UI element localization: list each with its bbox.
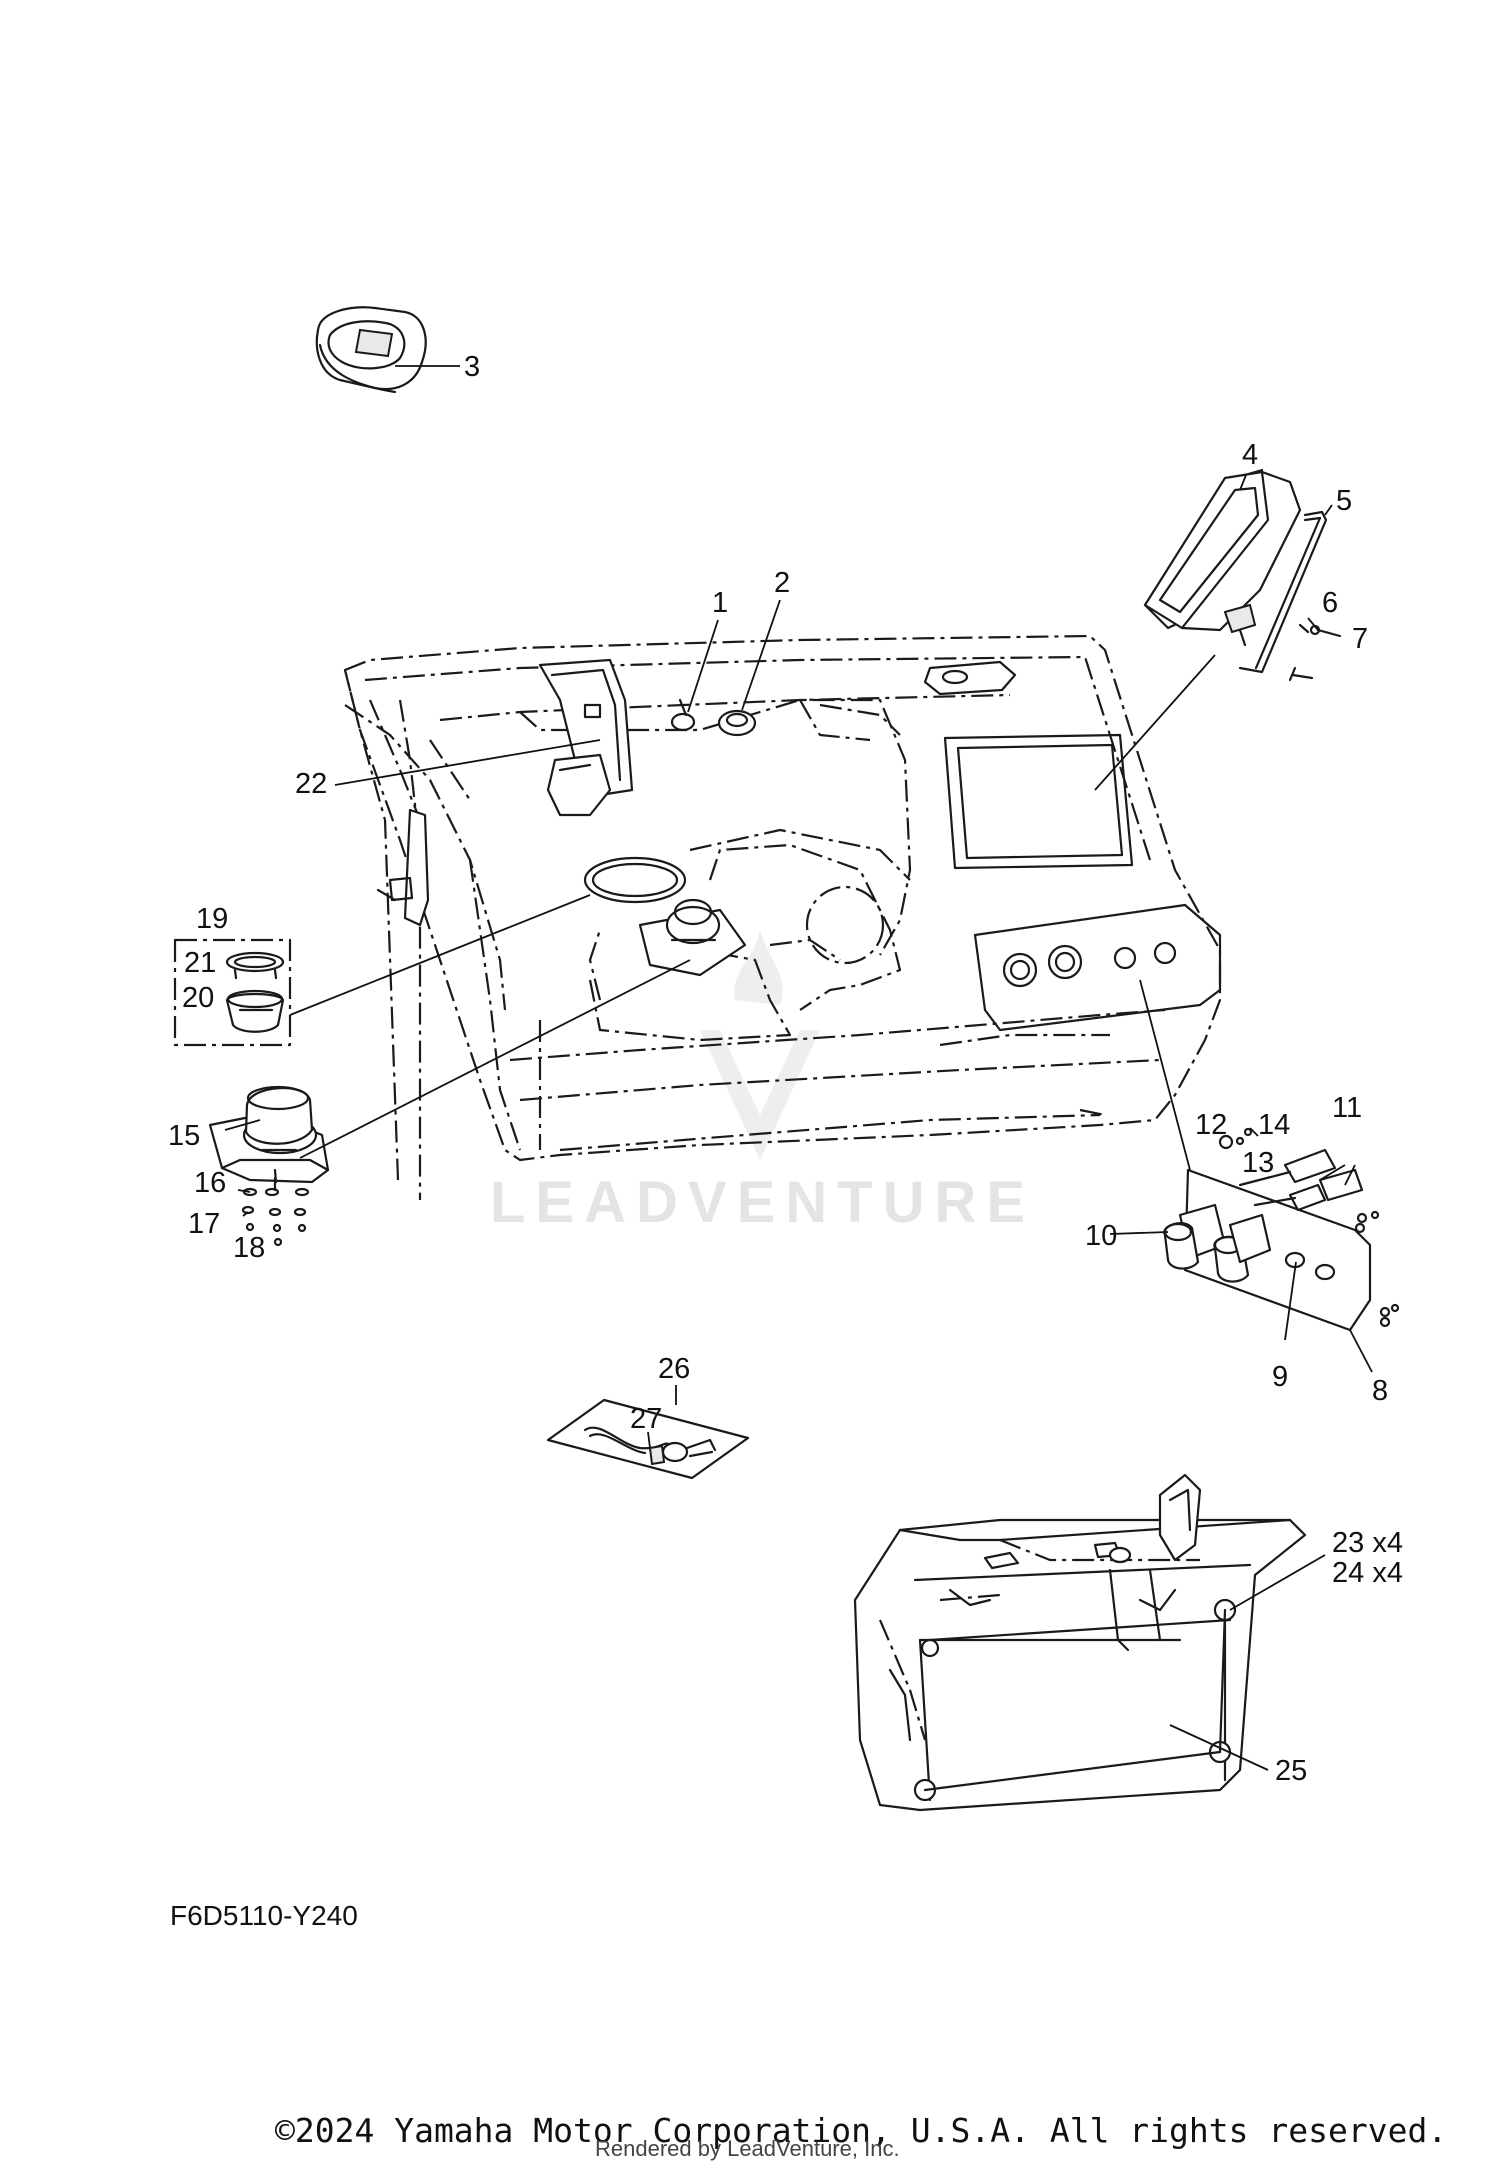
callout-5: 5 <box>1336 485 1352 517</box>
callout-4: 4 <box>1242 439 1258 471</box>
callouts: 3 1 2 4 5 6 7 22 19 21 20 15 16 17 18 12… <box>168 351 1403 1787</box>
rendered-by-credit: Rendered by LeadVenture, Inc. <box>595 2136 900 2161</box>
copyright-notice: ©2024 Yamaha Motor Corporation, U.S.A. A… <box>275 2111 1447 2150</box>
part-3-key-fob <box>315 306 427 394</box>
callout-11: 11 <box>1332 1092 1362 1124</box>
dash-joystick <box>638 898 747 977</box>
part-8-switch-panel <box>1163 1127 1400 1332</box>
callout-1: 1 <box>712 587 728 619</box>
callout-7: 7 <box>1352 623 1368 655</box>
callout-16: 16 <box>194 1167 226 1199</box>
callout-14: 14 <box>1258 1109 1290 1141</box>
left-grab-handle <box>376 808 430 927</box>
part-15-joystick <box>208 1085 330 1184</box>
cup-holder-ring <box>583 856 687 904</box>
callout-23: 23 x4 <box>1332 1527 1403 1559</box>
part-26-wiring-kit <box>546 1398 750 1480</box>
leader-lines <box>224 365 1373 1771</box>
callout-3: 3 <box>464 351 480 383</box>
callout-2: 2 <box>774 567 790 599</box>
callout-8: 8 <box>1372 1375 1388 1407</box>
callout-27: 27 <box>630 1403 662 1435</box>
diagram-code: F6D5110-Y240 <box>170 1900 358 1931</box>
part-25-lower-panel <box>853 1473 1307 1812</box>
callout-10: 10 <box>1085 1220 1117 1252</box>
phone-holder-installed <box>538 658 634 817</box>
callout-17: 17 <box>188 1208 220 1240</box>
callout-25: 25 <box>1275 1755 1307 1787</box>
callout-19: 19 <box>196 903 228 935</box>
callout-18: 18 <box>233 1232 265 1264</box>
callout-20: 20 <box>182 982 214 1014</box>
part-6-7-screws <box>1288 623 1342 682</box>
dash-switch-panel <box>973 903 1222 1032</box>
dash-display <box>943 733 1134 870</box>
callout-24: 24 x4 <box>1332 1557 1403 1589</box>
part-19-cup-holder-kit <box>173 938 292 1047</box>
callout-26: 26 <box>658 1353 690 1385</box>
callout-13: 13 <box>1242 1147 1274 1179</box>
callout-15: 15 <box>168 1120 200 1152</box>
part-4-display <box>1143 468 1302 647</box>
callout-6: 6 <box>1322 587 1338 619</box>
watermark: LEADVENTURE <box>490 930 1035 1235</box>
watermark-text: LEADVENTURE <box>490 1170 1035 1235</box>
part-5-bracket <box>1238 510 1328 674</box>
callout-21: 21 <box>184 947 216 979</box>
part-16-17-18-hardware <box>241 1176 310 1247</box>
callout-22: 22 <box>295 768 327 800</box>
dash-key-fob <box>923 660 1017 696</box>
callout-12: 12 <box>1195 1109 1227 1141</box>
callout-9: 9 <box>1272 1361 1288 1393</box>
dash-switch-and-socket <box>670 698 757 737</box>
